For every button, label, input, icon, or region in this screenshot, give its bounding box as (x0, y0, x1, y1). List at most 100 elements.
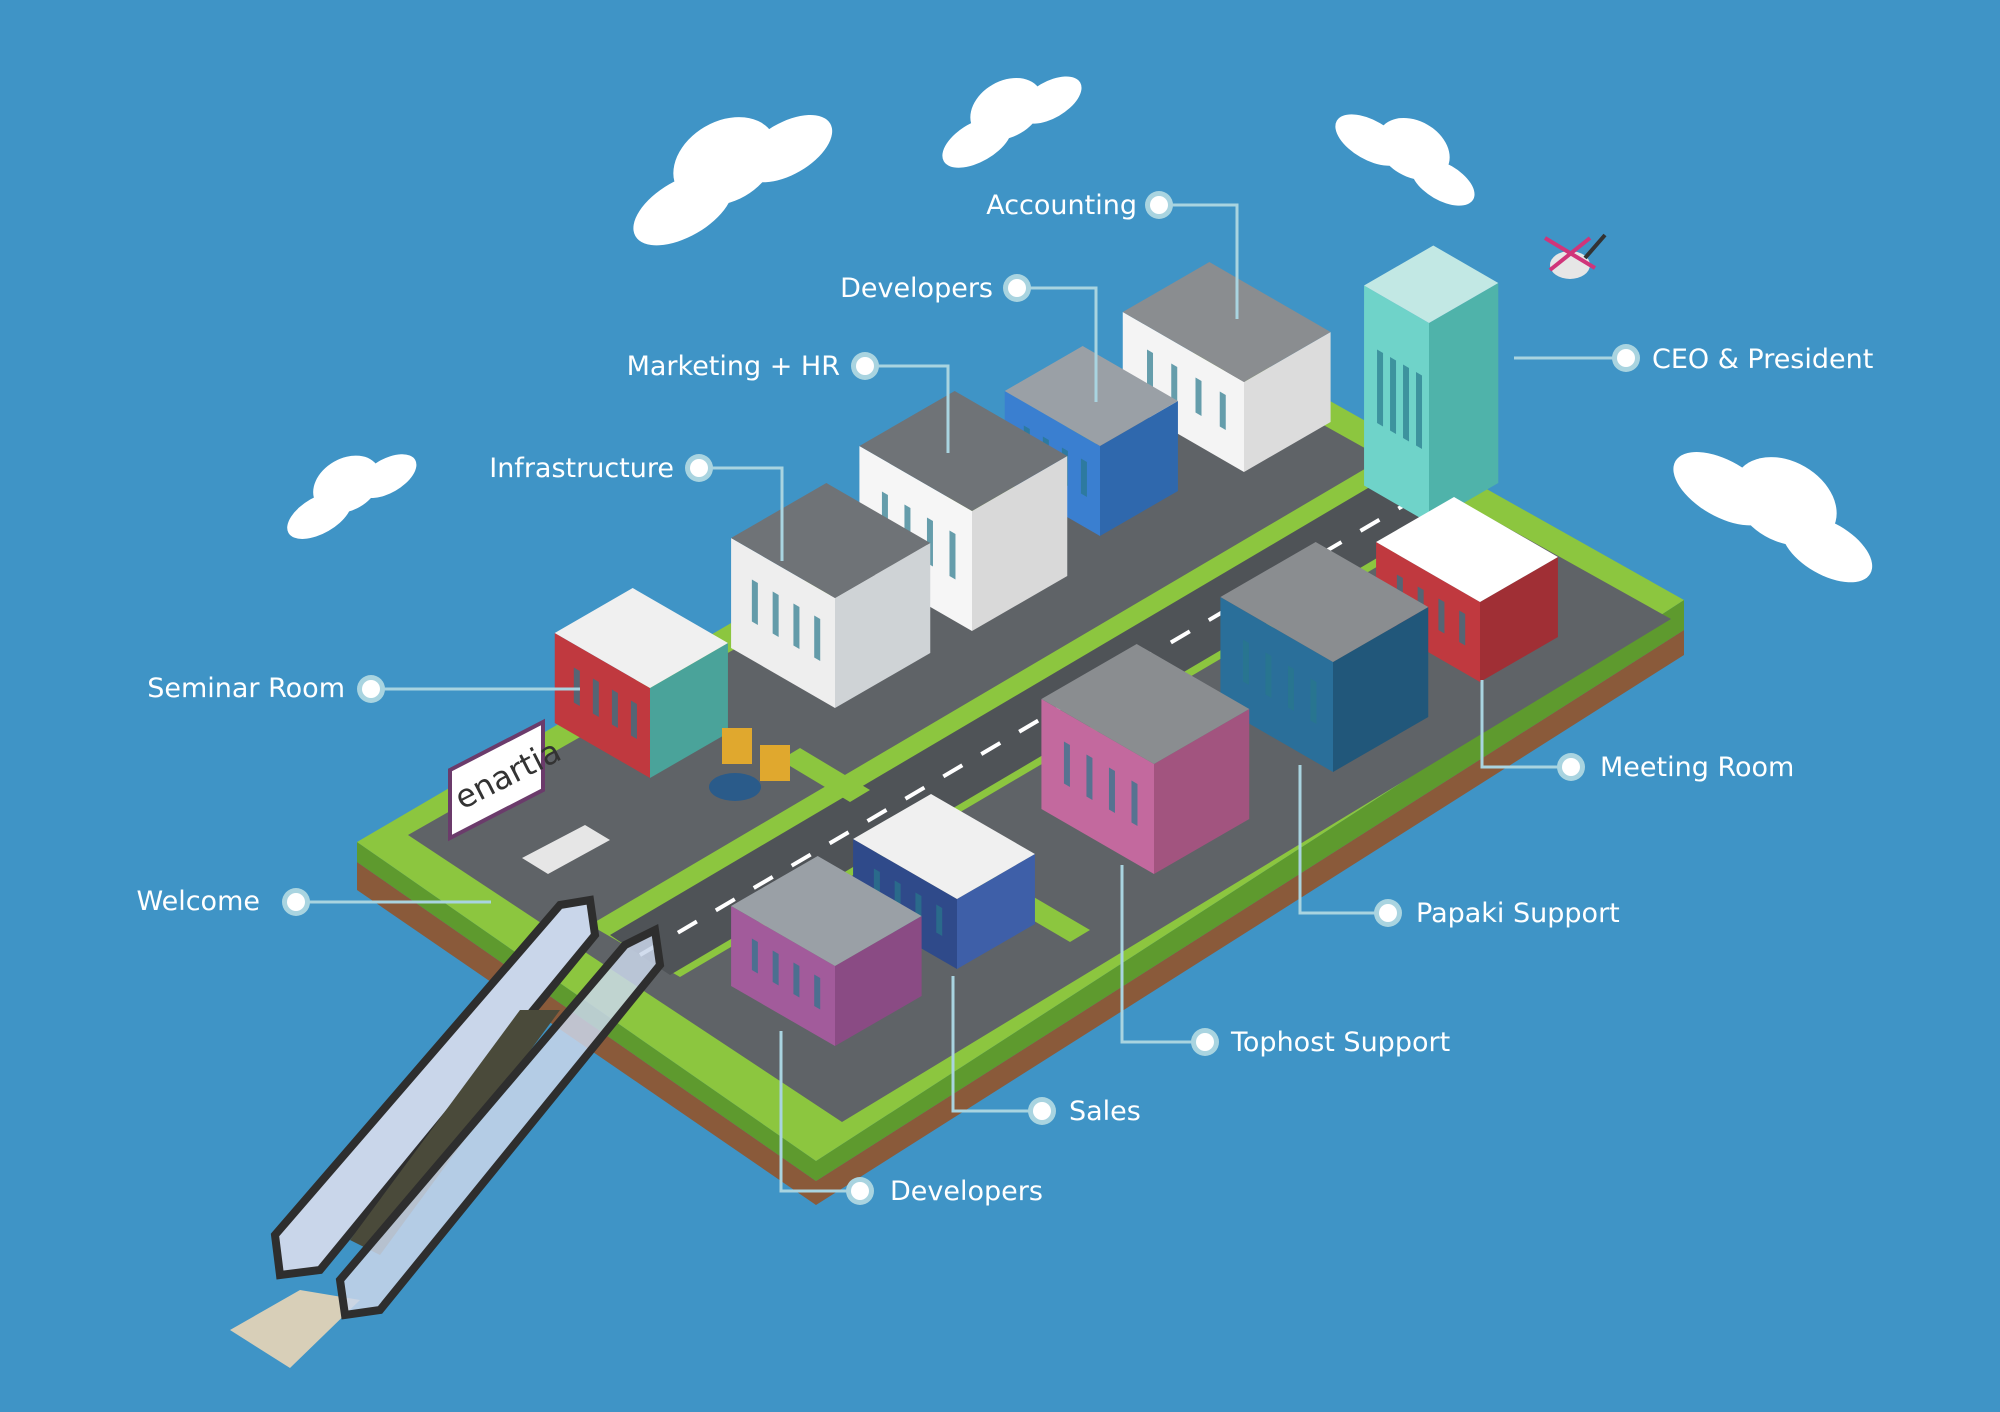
label-sales: Sales (1069, 1096, 1141, 1127)
papaki-support-building-window (1287, 665, 1294, 711)
seminar-room-building-window (592, 678, 599, 717)
developers-top-building (1004, 346, 1178, 536)
accounting-building (1122, 262, 1331, 472)
cloud (1335, 114, 1475, 206)
escalator-base (230, 1290, 360, 1368)
helicopter-rotor (1548, 236, 1592, 272)
seminar-room-building-window (611, 689, 618, 728)
label-marketing-hr: Marketing + HR (627, 351, 840, 382)
tophost-support-building-left-face (1041, 699, 1154, 874)
callout-sales: Sales (951, 976, 1141, 1127)
cloud (633, 115, 833, 246)
papaki-support-building-left-face (1220, 597, 1333, 772)
tophost-support-building (1041, 644, 1250, 874)
tophost-support-building-right-face (1154, 709, 1250, 874)
cloud (1673, 451, 1873, 583)
ceo-tower (1364, 245, 1499, 523)
buildings (554, 245, 1558, 1046)
clouds (287, 76, 1873, 583)
developers-bottom-building-left-face (731, 906, 835, 1046)
callout-tophost-support: Tophost Support (1120, 865, 1450, 1058)
armchair (722, 728, 752, 764)
infrastructure-building-window (793, 603, 800, 649)
callout-seminar-room: Seminar Room (147, 673, 580, 704)
seminar-room-building-right-face (650, 643, 728, 778)
label-welcome: Welcome (136, 886, 260, 917)
developers-bottom-building-window (814, 974, 821, 1010)
ceo-tower-window (1377, 349, 1384, 427)
label-seminar-room: Seminar Room (147, 673, 345, 704)
callout-infrastructure: Infrastructure (489, 453, 784, 561)
developers-bottom-building-roof (731, 856, 922, 966)
marketing-hr-building-window (949, 530, 956, 580)
papaki-support-building-right-face (1333, 607, 1429, 772)
accounting-building-right-face (1244, 332, 1331, 472)
ceo-tower-left-face (1364, 285, 1429, 523)
cloud-puff (970, 77, 1043, 140)
rug (709, 773, 761, 801)
armchair (760, 745, 790, 781)
callout-welcome: Welcome (136, 886, 491, 917)
seminar-room-building-window (573, 667, 580, 706)
accounting-building-roof (1122, 262, 1331, 382)
tophost-support-building-window (1063, 741, 1070, 787)
developers-top-building-window (1080, 458, 1087, 497)
meeting-room-building-window (1438, 598, 1445, 634)
tophost-support-building-window (1086, 754, 1093, 800)
accounting-building-window (1171, 363, 1178, 402)
tophost-support-building-window (1108, 767, 1115, 813)
meeting-room-building-window (1459, 610, 1466, 646)
label-developers-top: Developers (840, 273, 993, 304)
escalator-glass (270, 895, 600, 1280)
cloud-puff (313, 455, 381, 514)
welcome-area: enartia (448, 718, 790, 874)
sales-building-window (936, 904, 943, 936)
label-developers-bottom: Developers (890, 1176, 1043, 1207)
callout-accounting: Accounting (986, 190, 1239, 319)
papaki-support-building-window (1242, 639, 1249, 685)
label-meeting-room: Meeting Room (1600, 752, 1794, 783)
label-infrastructure: Infrastructure (489, 453, 674, 484)
developers-bottom-building (731, 856, 922, 1046)
label-tophost-support: Tophost Support (1230, 1027, 1450, 1058)
helicopter (1543, 233, 1607, 279)
label-accounting: Accounting (986, 190, 1137, 221)
papaki-support-building-window (1310, 678, 1317, 724)
cloud (942, 76, 1082, 168)
bench (522, 825, 610, 874)
ceo-tower-window (1416, 372, 1423, 449)
developers-bottom-building-window (751, 938, 758, 974)
accounting-building-left-face (1122, 312, 1244, 472)
ceo-tower-right-face (1429, 283, 1499, 523)
cloud-puff (1018, 76, 1082, 124)
callout-ceo-president: CEO & President (1514, 344, 1873, 375)
accounting-building-window (1195, 377, 1202, 416)
infrastructure-building-window (772, 591, 779, 637)
accounting-building-window (1219, 391, 1226, 430)
label-papaki-support: Papaki Support (1416, 898, 1620, 929)
seminar-room-building-window (630, 700, 637, 739)
infrastructure-building-left-face (731, 538, 835, 708)
ceo-tower-window (1390, 357, 1397, 434)
papaki-support-building-window (1265, 652, 1272, 698)
developers-top-building-roof (1004, 346, 1178, 446)
escalator-glass (335, 923, 665, 1320)
seminar-room-building-roof (554, 588, 728, 688)
infrastructure-building-window (751, 579, 758, 625)
cloud-puff (1411, 158, 1475, 206)
callout-marketing-hr: Marketing + HR (627, 351, 950, 453)
marketing-hr-building-roof (859, 391, 1068, 511)
marketing-hr-building-right-face (972, 456, 1068, 631)
cloud-puff (1781, 515, 1873, 583)
lot-divider-left (780, 748, 870, 802)
sales-building-left-face (853, 839, 957, 969)
label-ceo-president: CEO & President (1652, 344, 1873, 375)
tophost-support-building-window (1131, 780, 1138, 826)
callout-meeting-room: Meeting Room (1480, 680, 1794, 783)
ceo-tower-roof (1364, 245, 1499, 323)
helicopter-tail (1583, 233, 1607, 260)
cloud (287, 454, 417, 539)
sales-building-roof (853, 794, 1035, 899)
callout-developers-bottom: Developers (779, 1031, 1043, 1207)
